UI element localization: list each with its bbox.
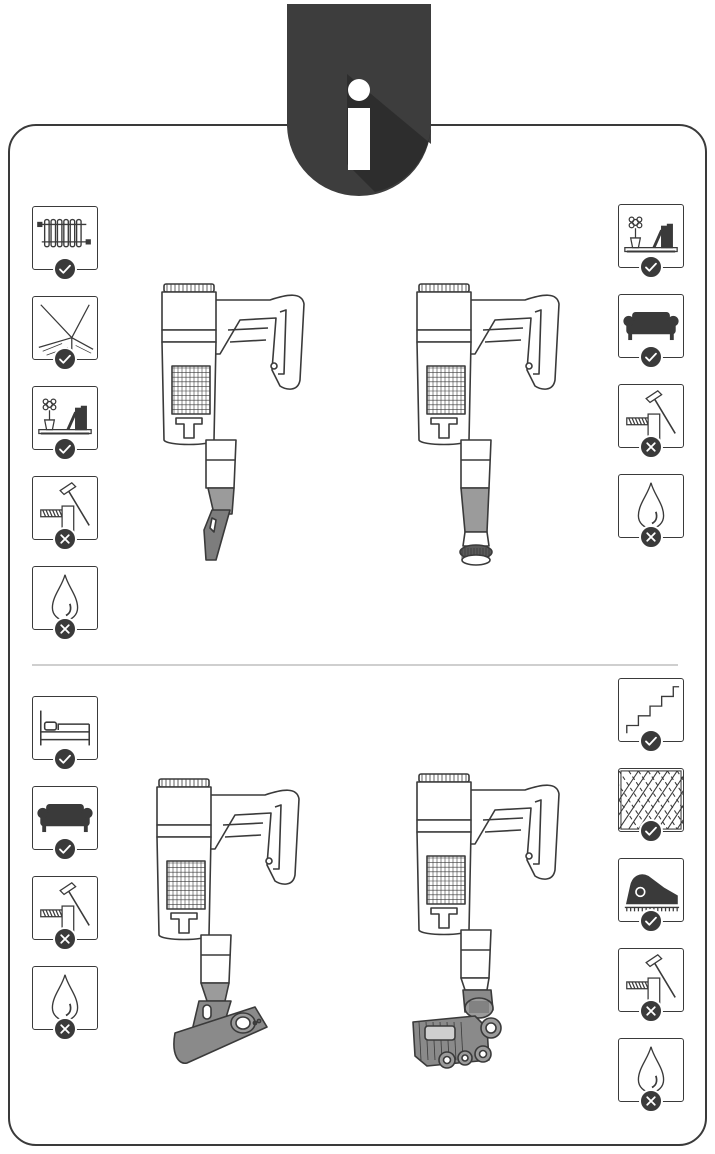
shelf-icon: [624, 216, 678, 253]
surface-tile-radiator: [32, 206, 98, 281]
check-icon: [53, 837, 77, 861]
check-icon: [639, 255, 663, 279]
stairs-icon: [626, 686, 680, 734]
surface-tile-carpet: [618, 768, 684, 843]
cross-icon: [53, 617, 77, 641]
vacuum-motorized-floor-brush-illustration: [412, 773, 560, 1069]
surface-tile-water-drop: [618, 474, 684, 549]
sofa-icon: [37, 803, 93, 833]
check-icon: [639, 819, 663, 843]
section-divider: [32, 664, 678, 666]
surface-tile-shelf: [618, 204, 684, 279]
surface-tile-shelf: [32, 386, 98, 461]
check-icon: [639, 345, 663, 369]
hammer-icon: [40, 882, 90, 932]
cross-icon: [639, 1089, 663, 1113]
surface-tile-water-drop: [32, 966, 98, 1041]
surface-tile-corner: [32, 296, 98, 371]
vacuum-crevice-tool-illustration: [161, 283, 305, 561]
surface-tile-car-interior: [618, 858, 684, 933]
vacuum-mini-motorized-brush-illustration: [156, 778, 300, 1064]
check-icon: [53, 747, 77, 771]
cross-icon: [639, 435, 663, 459]
cross-icon: [53, 1017, 77, 1041]
vacuum-dusting-brush-illustration: [416, 283, 560, 566]
info-panel-frame: [8, 124, 707, 1146]
hammer-icon: [626, 390, 676, 440]
check-icon: [639, 729, 663, 753]
hammer-icon: [40, 482, 90, 532]
surface-tile-hammer: [618, 384, 684, 459]
check-icon: [53, 437, 77, 461]
surface-tile-sofa: [32, 786, 98, 861]
surface-tile-water-drop: [618, 1038, 684, 1113]
check-icon: [53, 257, 77, 281]
cross-icon: [639, 999, 663, 1023]
hammer-icon: [626, 954, 676, 1004]
surface-tile-bed: [32, 696, 98, 771]
check-icon: [639, 909, 663, 933]
radiator-icon: [37, 218, 91, 248]
bed-icon: [40, 710, 90, 746]
sofa-icon: [623, 311, 679, 341]
surface-tile-hammer: [32, 876, 98, 951]
cross-icon: [639, 525, 663, 549]
check-icon: [53, 347, 77, 371]
surface-tile-sofa: [618, 294, 684, 369]
shelf-icon: [38, 398, 92, 435]
cross-icon: [53, 927, 77, 951]
info-icon: [287, 4, 431, 196]
surface-tile-hammer: [32, 476, 98, 551]
surface-tile-stairs: [618, 678, 684, 753]
cross-icon: [53, 527, 77, 551]
surface-tile-water-drop: [32, 566, 98, 641]
surface-tile-hammer: [618, 948, 684, 1023]
